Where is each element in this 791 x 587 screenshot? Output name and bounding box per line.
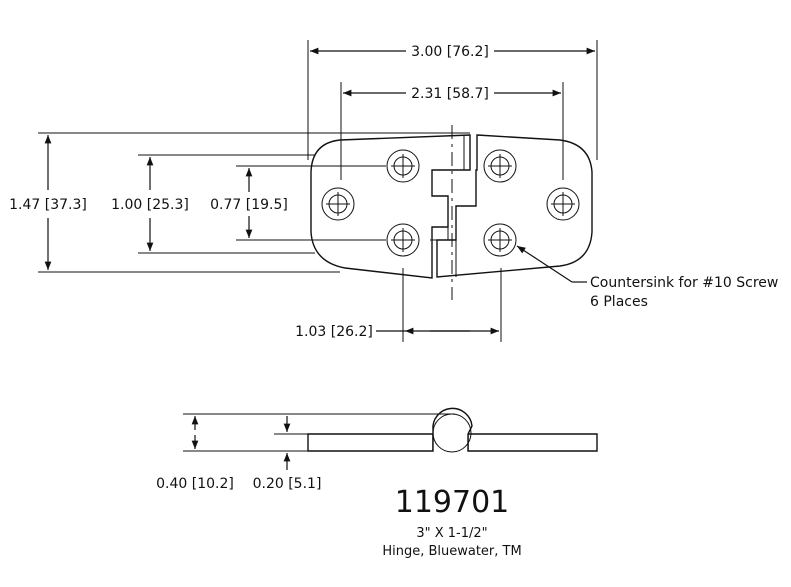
- countersink-hole: [386, 223, 420, 257]
- leaf-thickness-label: 0.20 [5.1]: [253, 476, 322, 492]
- inner-hole-spacing-label: 0.77 [19.5]: [210, 197, 288, 213]
- countersink-hole: [546, 187, 580, 221]
- side-knuckle: [432, 407, 473, 451]
- countersink-hole: [321, 187, 355, 221]
- countersink-callout: Countersink for #10 Screw 6 Places: [516, 245, 778, 310]
- overall-width-label: 3.00 [76.2]: [411, 44, 489, 60]
- side-left-leaf: [307, 433, 434, 452]
- callout-line-1: Countersink for #10 Screw: [590, 275, 778, 291]
- side-right-leaf: [467, 433, 598, 452]
- dimension-hole-span: 2.31 [58.7]: [340, 82, 564, 180]
- overall-height-label: 1.47 [37.3]: [9, 197, 87, 213]
- callout-line-2: 6 Places: [590, 294, 648, 310]
- outer-hole-spacing-label: 1.00 [25.3]: [111, 197, 189, 213]
- dimension-overall-height: 1.47 [37.3]: [9, 132, 470, 273]
- dimension-leaf-thickness: 0.20 [5.1]: [253, 416, 322, 492]
- countersink-hole: [483, 149, 517, 183]
- dimension-overall-width: 3.00 [76.2]: [307, 40, 598, 160]
- countersink-hole: [386, 149, 420, 183]
- dimension-outer-hole-spacing: 1.00 [25.3]: [111, 154, 315, 254]
- dimension-inner-hole-spacing: 0.77 [19.5]: [210, 165, 386, 241]
- dimension-total-thickness: 0.40 [10.2]: [156, 413, 455, 492]
- countersink-hole: [483, 223, 517, 257]
- dimension-hole-offset: 1.03 [26.2]: [295, 268, 502, 342]
- total-thickness-label: 0.40 [10.2]: [156, 476, 234, 492]
- title-block: 119701 3" X 1-1/2" Hinge, Bluewater, TM: [382, 485, 521, 559]
- part-description: Hinge, Bluewater, TM: [382, 544, 521, 559]
- hole-span-label: 2.31 [58.7]: [411, 86, 489, 102]
- part-size: 3" X 1-1/2": [416, 526, 487, 541]
- side-view: [307, 407, 598, 453]
- hole-offset-label: 1.03 [26.2]: [295, 324, 373, 340]
- top-view: [310, 125, 593, 300]
- part-number: 119701: [395, 485, 510, 520]
